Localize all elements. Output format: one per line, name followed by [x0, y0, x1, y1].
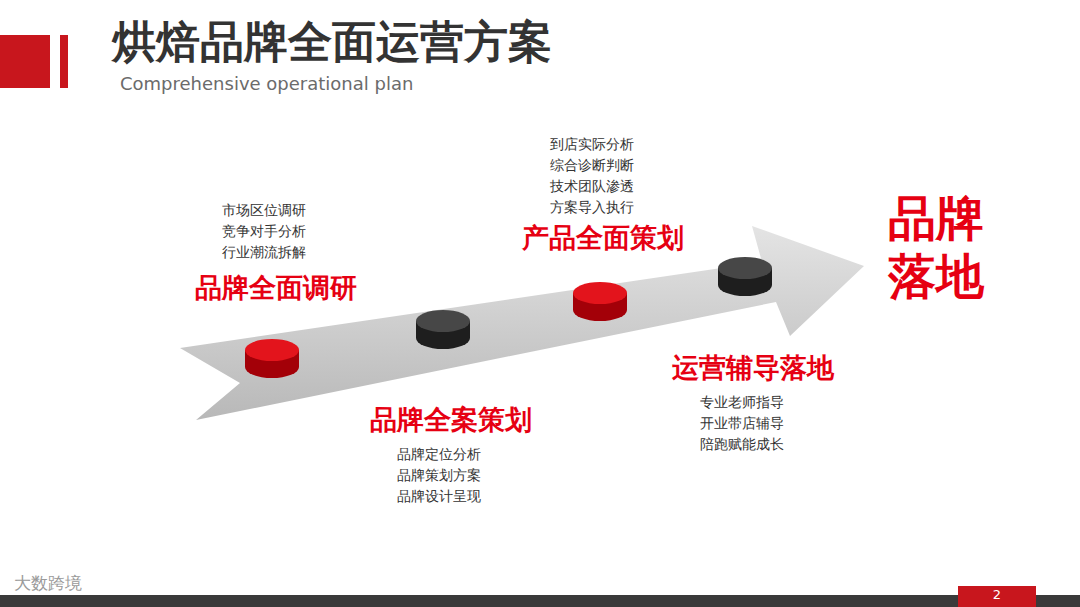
disc-top [573, 282, 627, 304]
page-number: 2 [990, 588, 1004, 603]
stage-disc: 品牌全面调研市场区位调研 竞争对手分析 行业潮流拆解 [242, 336, 302, 382]
stage-heading: 品牌全面调研 [195, 272, 357, 304]
title: 烘焙品牌全面运营方案 [112, 16, 552, 69]
disc-shape [570, 279, 630, 325]
stage-disc: 产品全面策划到店实际分析 综合诊断判断 技术团队渗透 方案导入执行 [570, 279, 630, 325]
footer-bar [0, 595, 1080, 607]
stage-disc: 品牌全案策划品牌定位分析 品牌策划方案 品牌设计呈现 [413, 307, 473, 353]
page-box [958, 586, 1036, 607]
stage-disc: 运营辅导落地专业老师指导 开业带店辅导 陪跑赋能成长 [715, 254, 775, 300]
title-block [0, 35, 50, 88]
stage-items: 市场区位调研 竞争对手分析 行业潮流拆解 [222, 200, 314, 263]
stage-heading: 产品全面策划 [522, 222, 684, 254]
stage-items: 专业老师指导 开业带店辅导 陪跑赋能成长 [700, 392, 792, 455]
disc-top [245, 339, 299, 361]
stage-items: 品牌定位分析 品牌策划方案 品牌设计呈现 [397, 444, 489, 507]
disc-shape [413, 307, 473, 353]
subtitle: Comprehensive operational plan [120, 74, 413, 95]
watermark: 大数跨境 [14, 574, 82, 594]
stage-heading: 品牌全案策划 [370, 404, 532, 436]
disc-shape [242, 336, 302, 382]
stage-items: 到店实际分析 综合诊断判断 技术团队渗透 方案导入执行 [550, 134, 642, 218]
disc-top [718, 257, 772, 279]
disc-top [416, 310, 470, 332]
disc-shape [715, 254, 775, 300]
goal-text: 品牌落地 [888, 190, 986, 305]
title-bar [60, 35, 68, 88]
stage-heading: 运营辅导落地 [672, 352, 834, 384]
